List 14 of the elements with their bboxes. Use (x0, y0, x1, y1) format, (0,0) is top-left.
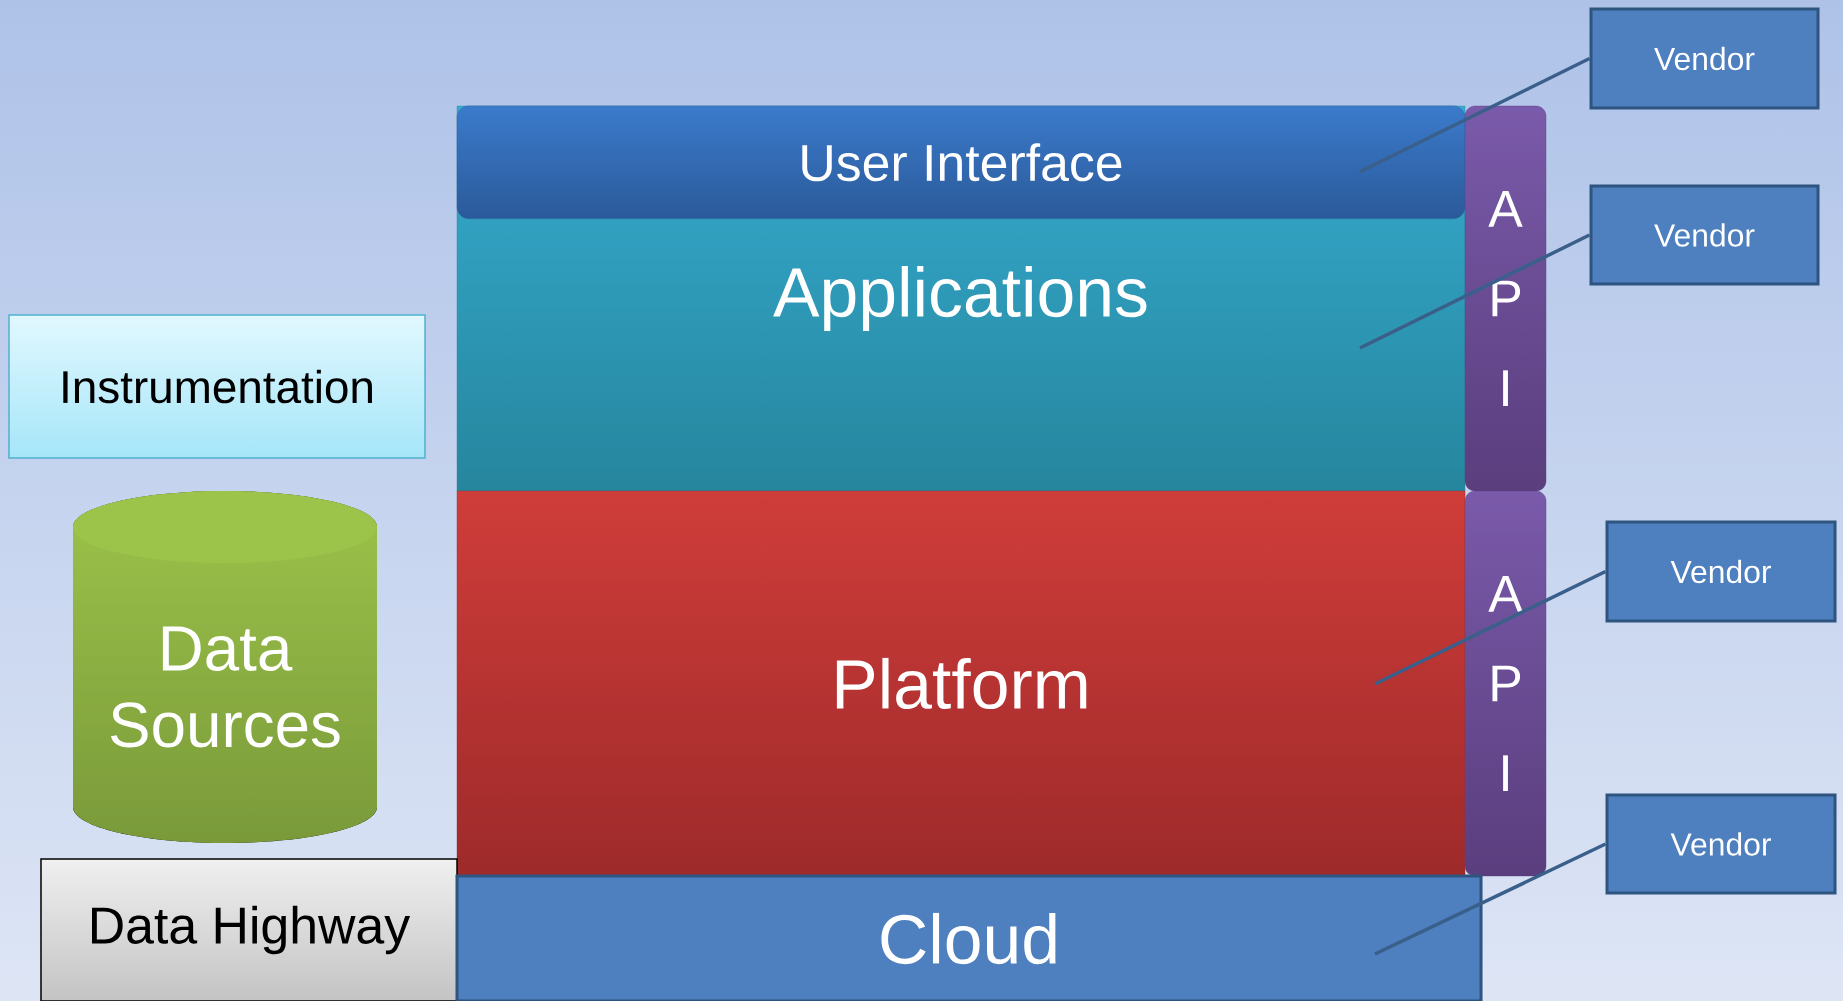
vendor-box: Vendor (1589, 7, 1820, 110)
leader-line (1374, 569, 1607, 686)
data-sources-cylinder: Data Sources (73, 491, 377, 843)
layer-box: Cloud (455, 874, 1483, 1001)
vendor-box: Vendor (1589, 184, 1820, 286)
highway-box: Data Highway (40, 858, 458, 1001)
vendor-box: Vendor (1605, 520, 1837, 623)
api-bar: A P I (1464, 490, 1547, 877)
leader-line (1359, 56, 1591, 174)
vendor-box: Vendor (1605, 793, 1837, 895)
instrumentation-box: Instrumentation (8, 314, 426, 459)
leader-line (1374, 842, 1607, 956)
api-bar: A P I (1464, 105, 1547, 492)
leader-line (1359, 233, 1591, 350)
